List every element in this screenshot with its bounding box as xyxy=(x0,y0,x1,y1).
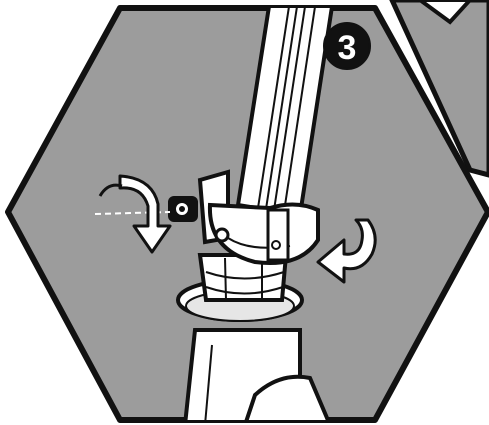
step-badge-circle xyxy=(323,22,371,70)
headset-nut xyxy=(197,253,289,302)
neighbor-hexagon-panel xyxy=(389,0,489,178)
step-number: 3 xyxy=(338,29,357,67)
quick-release-clamp xyxy=(197,169,320,265)
rotate-left-arrow xyxy=(98,174,172,254)
rotate-right-arrow xyxy=(316,218,377,284)
step-badge: 3 xyxy=(323,22,371,70)
clamp-bolt xyxy=(168,196,198,222)
frame-tube xyxy=(182,328,334,420)
bike-parts xyxy=(94,8,377,420)
